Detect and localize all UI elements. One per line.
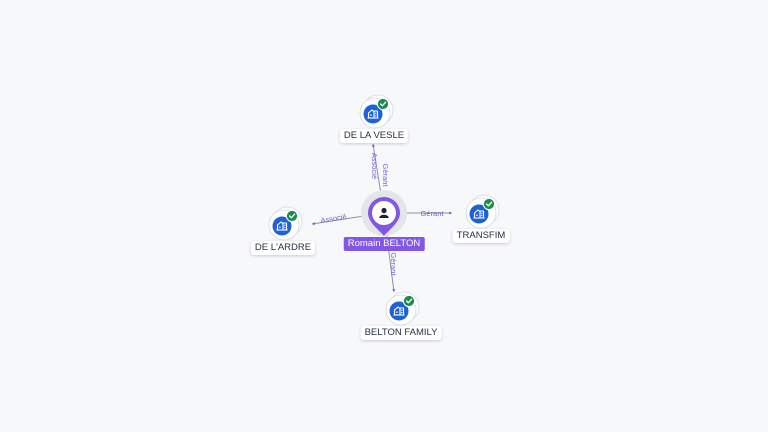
arrow-icon bbox=[371, 144, 375, 148]
company-label-de-lardre[interactable]: DE L'ARDRE bbox=[250, 241, 316, 255]
edge-label: Gérant bbox=[389, 253, 398, 277]
building-icon bbox=[473, 209, 485, 219]
arrow-icon bbox=[392, 289, 396, 292]
verified-check-icon bbox=[285, 209, 299, 223]
company-node-de-lardre[interactable] bbox=[268, 206, 303, 241]
arrow-icon bbox=[312, 222, 316, 226]
company-node-belton-family[interactable] bbox=[385, 291, 420, 326]
company-node-de-la-vesle[interactable] bbox=[359, 94, 394, 129]
edge-label: Gérant bbox=[381, 164, 390, 188]
company-node-transfim[interactable] bbox=[465, 194, 500, 229]
building-icon bbox=[367, 109, 379, 119]
company-label-belton-family[interactable]: BELTON FAMILY bbox=[360, 326, 442, 340]
verified-check-icon bbox=[376, 97, 390, 111]
edge-label: Gérant bbox=[421, 209, 445, 218]
person-icon bbox=[379, 207, 389, 218]
verified-check-icon bbox=[402, 294, 416, 308]
company-label-transfim[interactable]: TRANSFIM bbox=[452, 229, 510, 243]
company-label-de-la-vesle[interactable]: DE LA VESLE bbox=[339, 129, 409, 143]
person-node[interactable] bbox=[361, 190, 407, 236]
verified-check-icon bbox=[482, 197, 496, 211]
building-icon bbox=[393, 306, 405, 316]
building-icon bbox=[276, 221, 288, 231]
arrow-icon bbox=[449, 211, 452, 215]
person-label[interactable]: Romain BELTON bbox=[343, 237, 425, 251]
edge-label: Associé bbox=[370, 153, 379, 179]
edge-label: Associé bbox=[320, 212, 347, 225]
